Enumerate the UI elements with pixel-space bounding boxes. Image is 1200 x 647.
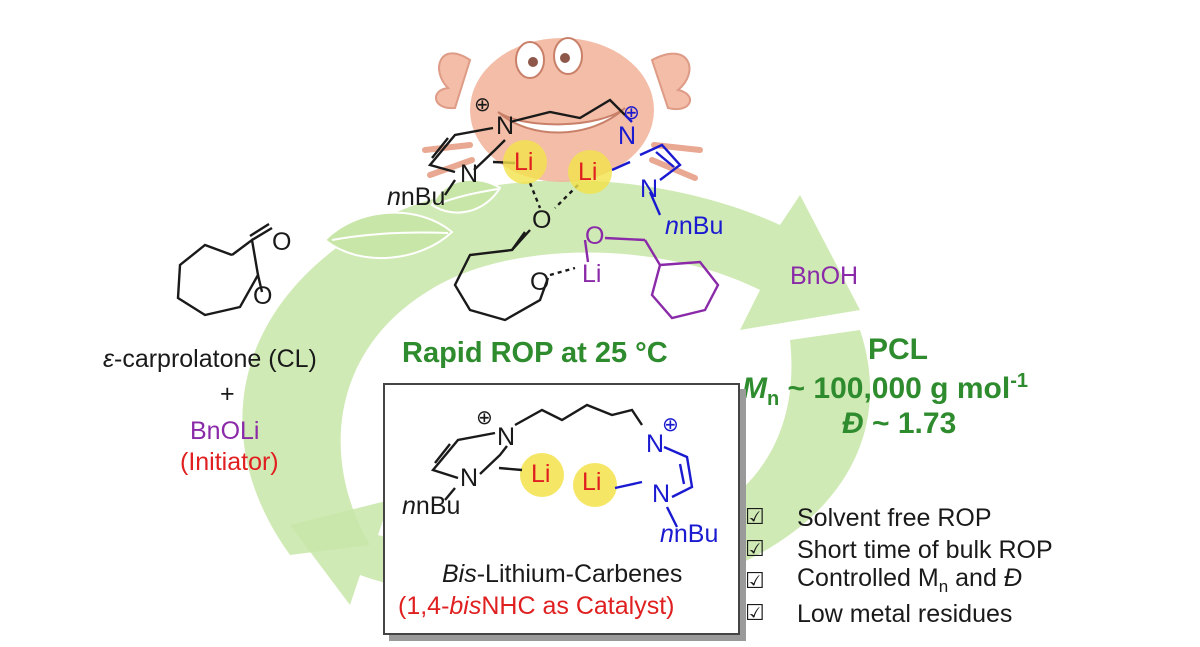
catalyst-nbu-right-text: nBu: [673, 520, 719, 548]
lithium-right: Li: [578, 158, 598, 186]
imidazolium-n-left: N: [496, 112, 515, 140]
monomer-name: ε-carprolatone (CL): [103, 345, 317, 374]
dispersity-symbol: Đ: [842, 407, 864, 440]
checklist-text: Low metal residues: [797, 600, 1013, 628]
caprolactone-structure: [176, 222, 273, 317]
checkbox-icon: ☑: [745, 537, 765, 562]
checklist-subscript: n: [938, 576, 949, 596]
lithium-highlight: [503, 140, 547, 184]
checklist-text: Solvent free ROP: [797, 504, 992, 532]
nbu-right: nnBu: [665, 212, 724, 240]
catalyst-nbu-left-text: nBu: [415, 492, 461, 520]
benzyl-oxygen: O: [585, 222, 605, 250]
cation-charge-left: ⊕: [474, 94, 491, 116]
nbu-left-text: nBu: [400, 183, 446, 211]
product-mn: Mn ~ 100,000 g mol-1: [742, 370, 1028, 411]
initiator-label: BnOLi: [190, 417, 260, 445]
catalyst-role-italic: bis: [449, 592, 482, 620]
headline: Rapid ROP at 25 °C: [402, 337, 668, 369]
lithium-left: Li: [514, 148, 534, 176]
imidazolium-n-right: N: [618, 122, 637, 150]
lithium-lower: Li: [582, 260, 602, 288]
checklist-text-main: Controlled M: [797, 563, 939, 592]
checklist-text: Controlled Mn and Đ: [797, 562, 1022, 603]
catalyst-role: (1,4-bisNHC as Catalyst): [398, 592, 674, 621]
mn-symbol: M: [742, 372, 767, 405]
plus-sign: +: [220, 380, 235, 408]
list-item: ☑ Controlled Mn and Đ: [745, 564, 1053, 598]
dispersity-value: ~ 1.73: [863, 407, 957, 440]
checkbox-icon: ☑: [745, 601, 765, 626]
ring-oxygen-complex: O: [530, 268, 550, 296]
product-name: PCL: [868, 333, 928, 366]
lithium-highlight: [573, 463, 617, 507]
list-item: ☑ Solvent free ROP: [745, 502, 1053, 534]
checkbox-icon: ☑: [745, 505, 765, 530]
catalyst-n-cation-right: N: [646, 430, 665, 458]
catalyst-charge-right: ⊕: [662, 414, 679, 436]
cation-charge-right: ⊕: [623, 102, 640, 124]
product-dispersity: Đ ~ 1.73: [842, 407, 956, 441]
imidazole-n-left: N: [460, 160, 479, 188]
green-leaf: [323, 211, 454, 260]
advantages-checklist: ☑ Solvent free ROP ☑ Short time of bulk …: [745, 502, 1053, 630]
catalyst-name-rest: -Lithium-Carbenes: [476, 560, 683, 588]
list-item: ☑ Short time of bulk ROP: [745, 534, 1053, 566]
epsilon-prefix: ε: [103, 345, 114, 373]
complex-structure: [427, 98, 626, 322]
mn-superscript: -1: [1010, 370, 1028, 392]
catalyst-charge-left: ⊕: [476, 407, 493, 429]
lithium-highlight: [568, 150, 612, 194]
catalyst-role-rest: NHC as Catalyst): [481, 592, 675, 620]
bridging-oxygen: O: [532, 206, 552, 234]
benzyl-structure: [583, 236, 720, 320]
cycle-arrow: [242, 180, 861, 556]
catalyst-nbu-right: nnBu: [660, 520, 719, 548]
mn-value: ~ 100,000 g mol: [779, 372, 1011, 405]
lithium-highlight: [520, 453, 564, 497]
list-item: ☑ Low metal residues: [745, 598, 1053, 630]
carbonyl-oxygen-label: O: [272, 228, 292, 256]
nbu-left: nnBu: [387, 183, 446, 211]
initiator-role: (Initiator): [180, 448, 279, 476]
catalyst-n-cation-left: N: [497, 423, 516, 451]
complex-structure-right: [611, 114, 682, 216]
imidazole-n-right: N: [640, 175, 659, 203]
catalyst-name-italic: Bis: [442, 560, 477, 588]
bnoh-label: BnOH: [790, 262, 859, 290]
checklist-italic: Đ: [1003, 563, 1022, 592]
monomer-name-text: -carprolatone (CL): [114, 345, 317, 373]
checklist-text-tail: and: [948, 563, 1004, 592]
checkbox-icon: ☑: [745, 569, 765, 594]
catalyst-n-left: N: [460, 464, 479, 492]
catalyst-n-right: N: [652, 480, 671, 508]
checklist-text: Short time of bulk ROP: [797, 536, 1053, 564]
catalyst-nbu-left: nnBu: [402, 492, 461, 520]
nbu-right-text: nBu: [678, 212, 724, 240]
catalyst-lithium-left: Li: [531, 460, 551, 488]
catalyst-name: Bis-Lithium-Carbenes: [442, 560, 682, 589]
catalyst-role-open: (1,4-: [398, 592, 450, 620]
catalyst-lithium-right: Li: [582, 468, 602, 496]
mn-subscript: n: [767, 388, 780, 410]
ring-oxygen-label: O: [253, 282, 273, 310]
